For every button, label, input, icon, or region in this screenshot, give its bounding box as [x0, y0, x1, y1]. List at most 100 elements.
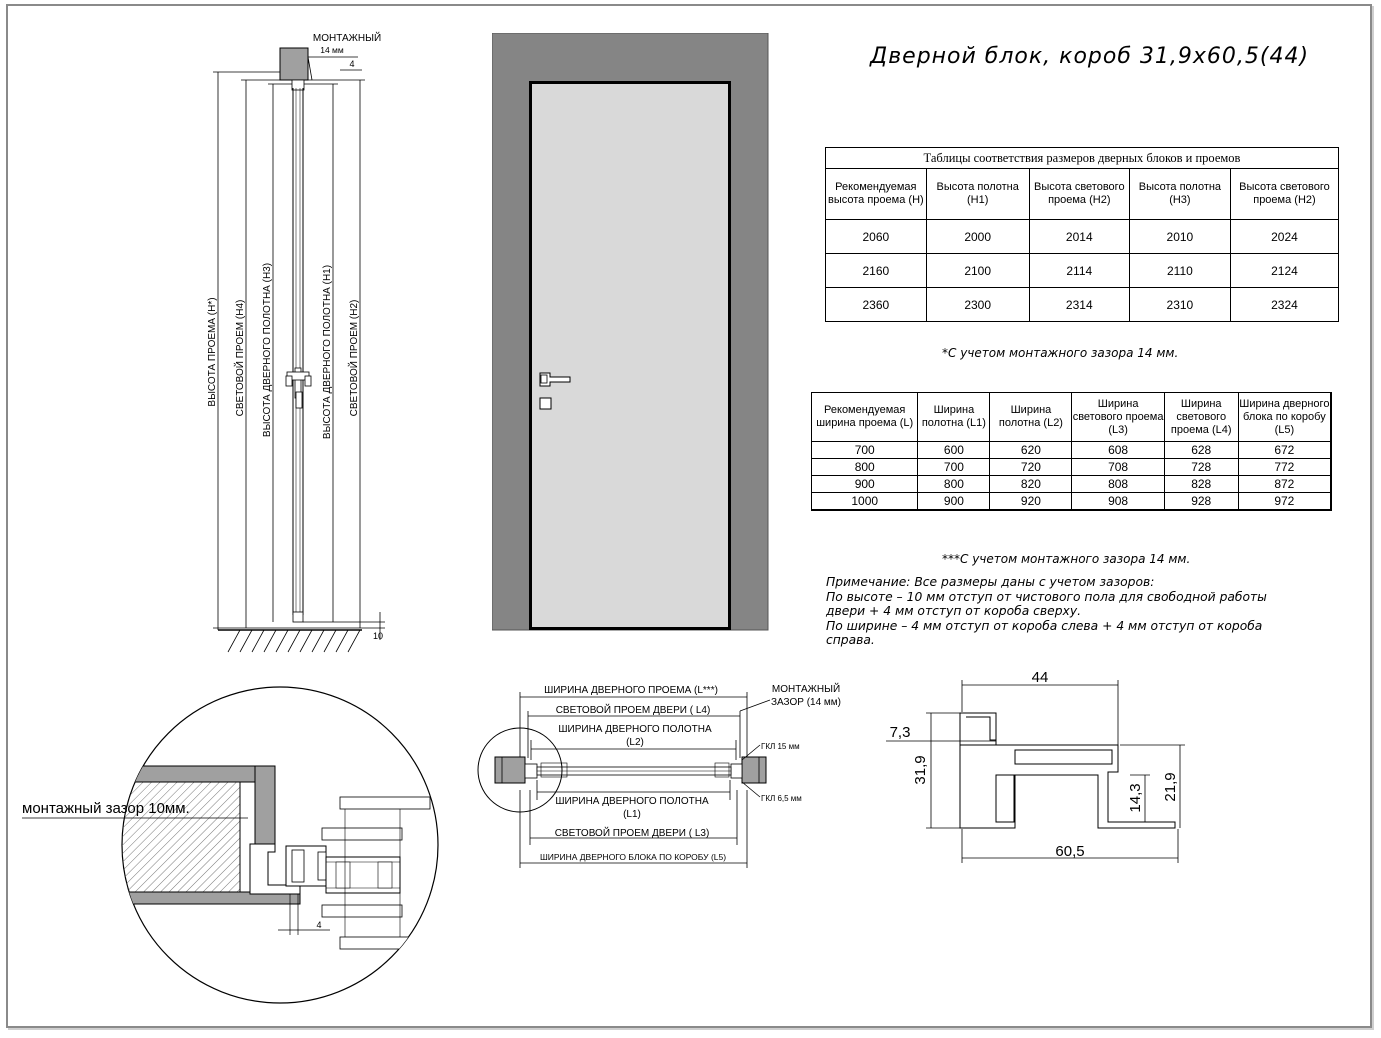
dim-l2-label: ШИРИНА ДВЕРНОГО ПОЛОТНА — [558, 724, 712, 735]
table-cell: 720 — [989, 458, 1073, 476]
table-cell: 2160 — [825, 253, 927, 288]
height-header: Высота светового проема (H2) — [1028, 168, 1130, 220]
width-header: Ширина полотна (L1) — [917, 392, 991, 442]
side-top-gap: 4 — [349, 59, 354, 69]
door-lock — [539, 397, 552, 410]
table-cell: 2310 — [1128, 287, 1231, 322]
profile-width-bottom: 60,5 — [1055, 843, 1084, 860]
height-header: Высота полотна (H1) — [925, 168, 1030, 220]
dim-l1-code: (L1) — [623, 809, 641, 820]
table-cell: 2010 — [1128, 219, 1231, 254]
profile-right-height: 21,9 — [1162, 772, 1179, 801]
table-cell: 2014 — [1028, 219, 1130, 254]
table-cell: 820 — [989, 475, 1073, 493]
table-cell: 908 — [1071, 492, 1165, 511]
plan-section-drawing: ШИРИНА ДВЕРНОГО ПРОЕМА (L***) СВЕТОВОЙ П… — [477, 682, 841, 868]
table-cell: 920 — [989, 492, 1073, 511]
table-cell: 800 — [917, 475, 991, 493]
side-bottom-gap: 10 — [373, 631, 383, 641]
table-cell: 2314 — [1028, 287, 1130, 322]
width-header: Ширина светового проема (L4) — [1163, 392, 1239, 442]
table-cell: 900 — [810, 475, 919, 493]
table-cell: 608 — [1071, 441, 1165, 459]
table-cell: 2300 — [925, 287, 1030, 322]
table-row: 2360 2300 2314 2310 2324 — [825, 287, 1340, 322]
side-section-drawing: МОНТАЖНЫЙ 14 мм 4 — [207, 31, 385, 653]
zoom-gap-dim: 4 — [316, 920, 321, 930]
dim-h-opening: ВЫСОТА ПРОЕМА (H*) — [207, 297, 218, 406]
table-cell: 700 — [810, 441, 919, 459]
table-cell: 628 — [1163, 441, 1239, 459]
table-cell: 872 — [1237, 475, 1332, 493]
table-cell: 1000 — [810, 492, 919, 511]
table-cell: 900 — [917, 492, 991, 511]
table-cell: 2000 — [925, 219, 1030, 254]
gkl-15-label: ГКЛ 15 мм — [761, 742, 800, 751]
table-cell: 728 — [1163, 458, 1239, 476]
width-header: Ширина светового проема (L3) — [1071, 392, 1165, 442]
dim-l3: СВЕТОВОЙ ПРОЕМ ДВЕРИ ( L3) — [555, 826, 710, 839]
remark-line: двери + 4 мм отступ от короба сверху. — [826, 604, 1082, 618]
dim-l-opening: ШИРИНА ДВЕРНОГО ПРОЕМА (L***) — [544, 685, 718, 696]
table-cell: 620 — [989, 441, 1073, 459]
table-cell: 700 — [917, 458, 991, 476]
door-elevation — [492, 33, 769, 631]
profile-inner-height: 14,3 — [1127, 783, 1144, 812]
zoom-gap-label: монтажный зазор 10мм. — [22, 800, 190, 817]
height-header: Высота светового проема (H2) — [1229, 168, 1340, 220]
dim-l1-label: ШИРИНА ДВЕРНОГО ПОЛОТНА — [555, 796, 709, 807]
profile-width-top: 44 — [1032, 669, 1049, 686]
remark-line: По высоте – 10 мм отступ от чистового по… — [826, 589, 1267, 604]
page-title: Дверной блок, короб 31,9х60,5(44) — [870, 44, 1310, 69]
height-table: Таблицы соответствия размеров дверных бл… — [825, 147, 1340, 322]
remark-line: Примечание: Все размеры даны с учетом за… — [826, 575, 1155, 589]
table-cell: 2110 — [1128, 253, 1231, 288]
table-cell: 972 — [1237, 492, 1332, 511]
dim-h1: ВЫСОТА ДВЕРНОГО ПОЛОТНА (H1) — [322, 265, 333, 439]
table-row: 900 800 820 808 828 872 — [810, 475, 1332, 493]
dim-h4: СВЕТОВОЙ ПРОЕМ (H4) — [233, 300, 246, 417]
dim-h2: СВЕТОВОЙ ПРОЕМ (H2) — [347, 300, 360, 417]
remark-line: По ширине – 4 мм отступ от короба слева … — [826, 618, 1263, 633]
table-row: 700 600 620 608 628 672 — [810, 441, 1332, 459]
profile-lip: 7,3 — [890, 724, 911, 741]
width-header: Ширина полотна (L2) — [989, 392, 1073, 442]
height-header: Рекомендуемая высота проема (H) — [825, 168, 927, 220]
remark-line: справа. — [826, 633, 875, 647]
sheet-frame — [6, 4, 1372, 1028]
table-cell: 672 — [1237, 441, 1332, 459]
table-cell: 708 — [1071, 458, 1165, 476]
table-row: 2060 2000 2014 2010 2024 — [825, 219, 1340, 254]
height-header: Высота полотна (H3) — [1128, 168, 1231, 220]
profile-drawing: 44 60,5 31,9 7,3 14,3 21,9 — [886, 669, 1185, 863]
table-cell: 2324 — [1229, 287, 1340, 322]
door-handle — [539, 372, 571, 387]
width-header: Рекомендуемая ширина проема (L) — [810, 392, 919, 442]
dim-l5: ШИРИНА ДВЕРНОГО БЛОКА ПО КОРОБУ (L5) — [540, 852, 726, 862]
table-cell: 808 — [1071, 475, 1165, 493]
side-mount-value: 14 мм — [320, 45, 344, 55]
table-row: 2160 2100 2114 2110 2124 — [825, 253, 1340, 288]
top-frame-block — [279, 47, 309, 81]
table-cell: 828 — [1163, 475, 1239, 493]
table-row: 1000 900 920 908 928 972 — [810, 492, 1332, 511]
table-cell: 2114 — [1028, 253, 1130, 288]
table-row: 800 700 720 708 728 772 — [810, 458, 1332, 476]
zoom-detail-drawing: 4 монтажный зазор 10мм. — [22, 686, 439, 1004]
table-cell: 772 — [1237, 458, 1332, 476]
width-table: Рекомендуемая ширина проема (L) Ширина п… — [810, 392, 1332, 511]
dim-l4: СВЕТОВОЙ ПРОЕМ ДВЕРИ ( L4) — [556, 703, 711, 716]
table-cell: 600 — [917, 441, 991, 459]
dim-l2-code: (L2) — [626, 737, 644, 748]
side-mount-label: МОНТАЖНЫЙ — [313, 31, 381, 44]
profile-height-left: 31,9 — [912, 755, 929, 784]
table-cell: 2024 — [1229, 219, 1340, 254]
door-leaf — [532, 84, 728, 627]
height-table-caption: Таблицы соответствия размеров дверных бл… — [825, 147, 1339, 169]
table-cell: 2124 — [1229, 253, 1340, 288]
table-cell: 2360 — [825, 287, 927, 322]
gkl-65-label: ГКЛ 6,5 мм — [761, 794, 802, 803]
dim-h3: ВЫСОТА ДВЕРНОГО ПОЛОТНА (H3) — [262, 263, 273, 437]
table-cell: 2060 — [825, 219, 927, 254]
plan-mount-label: МОНТАЖНЫЙ — [772, 682, 840, 695]
